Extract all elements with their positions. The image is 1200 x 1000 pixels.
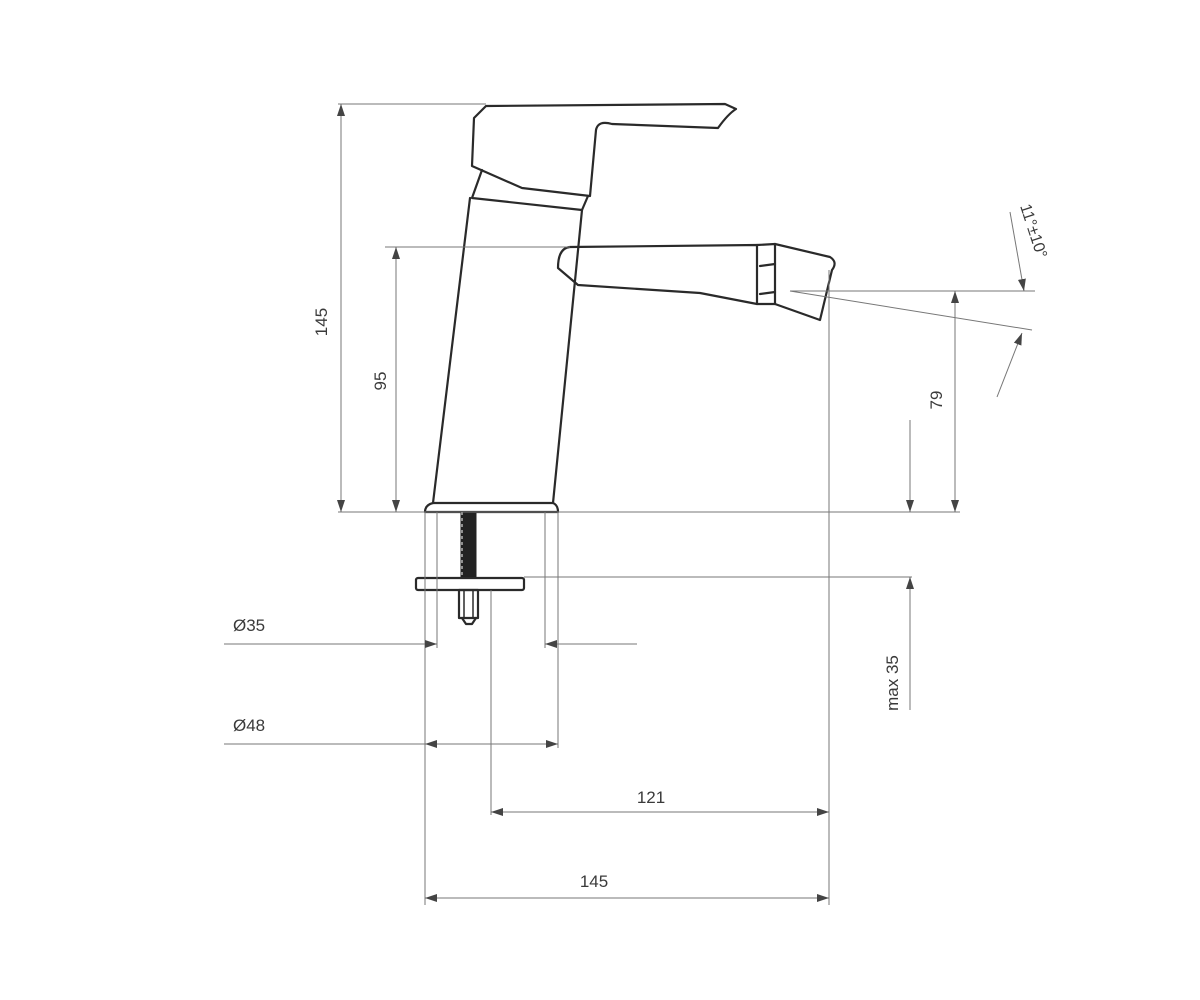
faucet-outline [414,102,836,626]
fixing-nut [457,588,480,620]
spout [556,243,759,306]
lever-handle-lower [470,168,590,212]
lever-handle [470,102,738,198]
dim-spout-reach: 121 [637,788,665,807]
dim-max-deck-thickness: max 35 [883,655,902,711]
nozzle-head [758,262,777,296]
dim-total-height: 145 [312,308,331,336]
dim-hole-diameter: Ø35 [233,616,265,635]
dimension-labels: 145 95 79 11°±10° max 35 Ø35 Ø48 121 145 [233,202,1050,891]
mounting-stud [460,511,477,579]
faucet-body [431,196,584,505]
base-flange [423,501,560,514]
dimension-lines [224,103,1035,905]
washer-plate [414,576,526,592]
dim-nozzle-angle: 11°±10° [1016,202,1049,260]
dim-total-depth: 145 [580,872,608,891]
dim-nozzle-height: 79 [927,391,946,410]
dim-base-diameter: Ø48 [233,716,265,735]
dim-spout-height: 95 [371,372,390,391]
nozzle-tip [773,242,836,322]
nozzle-ring [755,242,777,306]
